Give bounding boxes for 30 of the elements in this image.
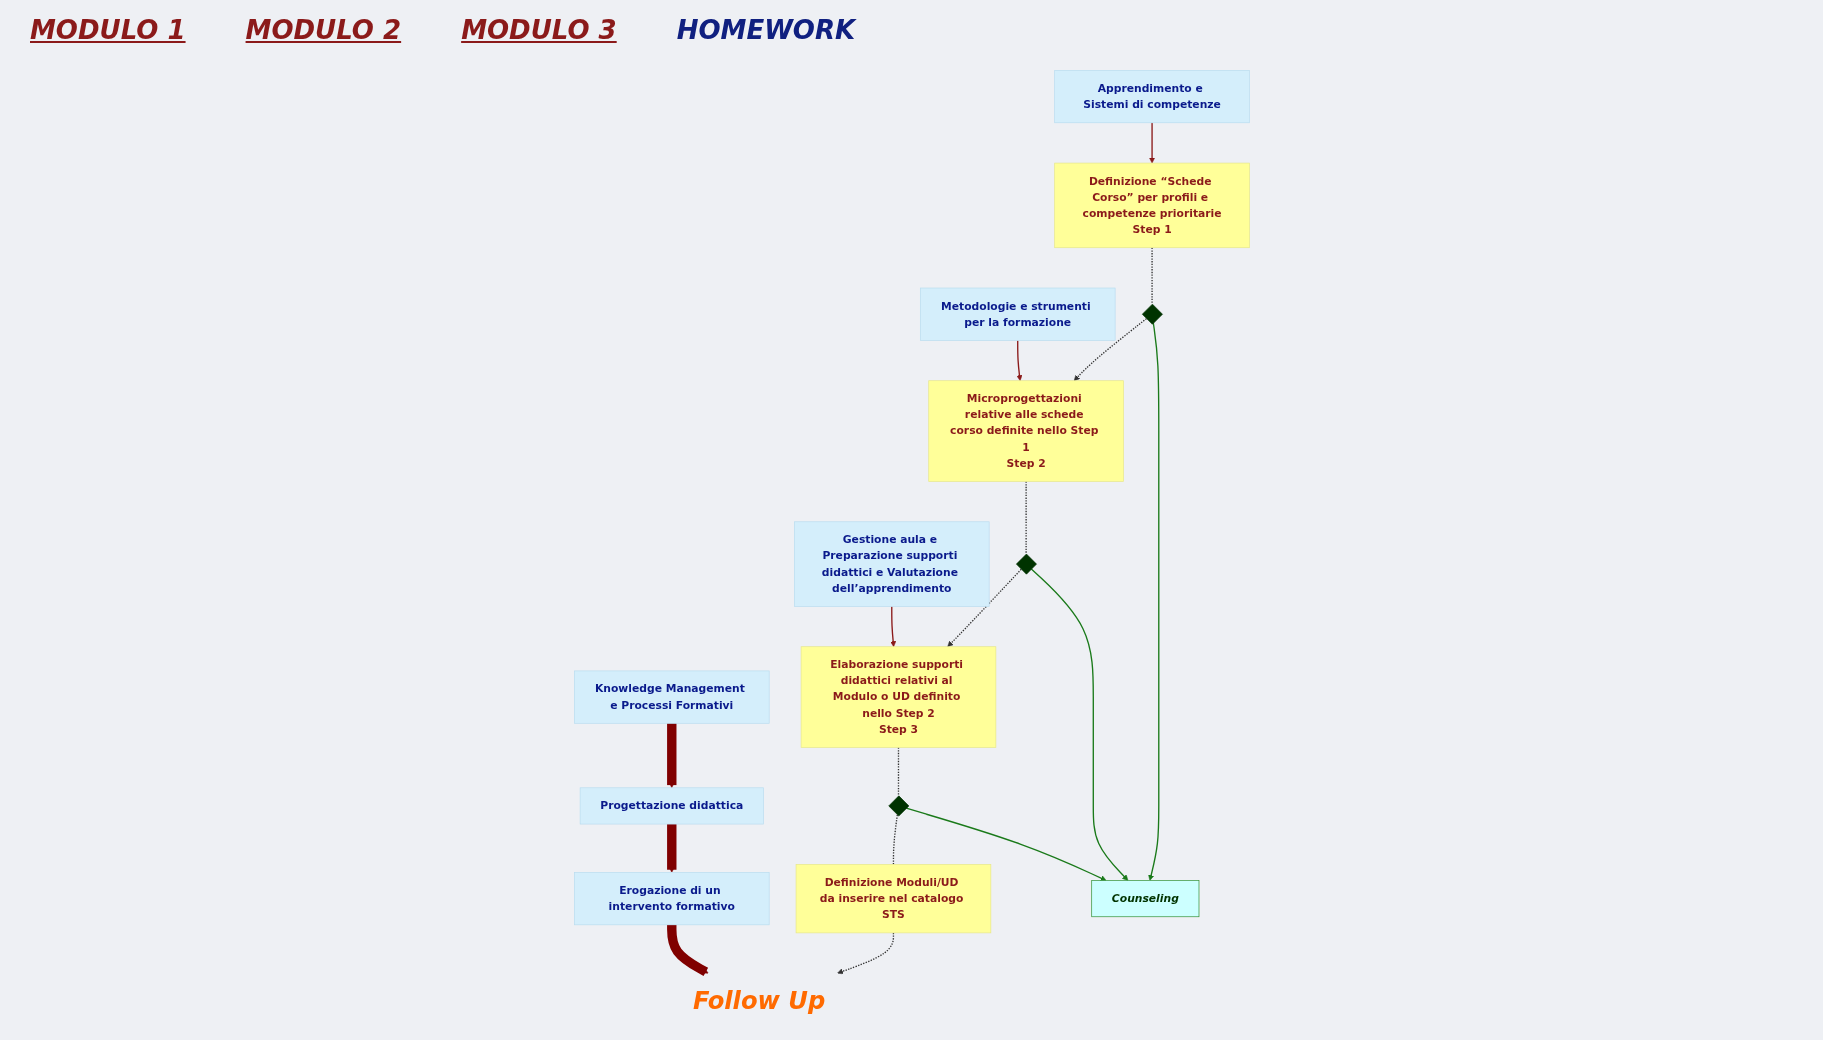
arrow <box>889 605 896 647</box>
arrow <box>1030 568 1128 881</box>
node-box <box>1053 70 1250 124</box>
node-box <box>795 864 991 934</box>
node-box <box>573 670 770 724</box>
node-box <box>793 521 990 607</box>
node-box <box>927 380 1124 482</box>
node-text: Follow Up <box>692 987 825 1015</box>
side-label: HOMEWORK <box>676 15 856 45</box>
module-heading: MODULO 2 <box>245 15 402 45</box>
module-heading: MODULO 3 <box>461 15 617 45</box>
node-box <box>1090 880 1199 918</box>
arrow <box>666 723 677 789</box>
node-box <box>573 872 770 926</box>
arrow <box>1073 318 1147 381</box>
arrow <box>1016 339 1022 381</box>
arrow <box>905 807 1106 881</box>
node-diamond <box>888 795 909 817</box>
flow-diagram: Knowledge Management e Processi Formativi Apprendimento e Sistemi di competenze Progettazione didattica Metodologie e strumenti per la formazione Erogazione di un intervento formativo Gestione aula e Preparazione supporti didattici e Valutazione dell’apprendimento Follow Up Definizione “Schede Corso” per profili e competenze prioritarie Step 1 Microprogettazioni relative alle schede corso definite nello Step 1 Step 2 Elaborazione supporti didattici relativi al Modulo o UD definito nello Step 2 Step 3 Definizione Moduli/UD da inserire nel catalogo STS Counseling <box>568 65 1255 1035</box>
node-box <box>800 646 996 748</box>
module-heading: MODULO 1 <box>30 15 186 45</box>
node-box <box>1053 162 1250 249</box>
arrow <box>1148 122 1155 164</box>
node-box <box>919 287 1116 341</box>
connector <box>1151 247 1153 305</box>
node-diamond <box>1141 303 1163 325</box>
node-box <box>579 787 764 825</box>
arrow <box>1147 322 1160 881</box>
arrow <box>947 568 1022 647</box>
node-diamond <box>1015 553 1037 575</box>
